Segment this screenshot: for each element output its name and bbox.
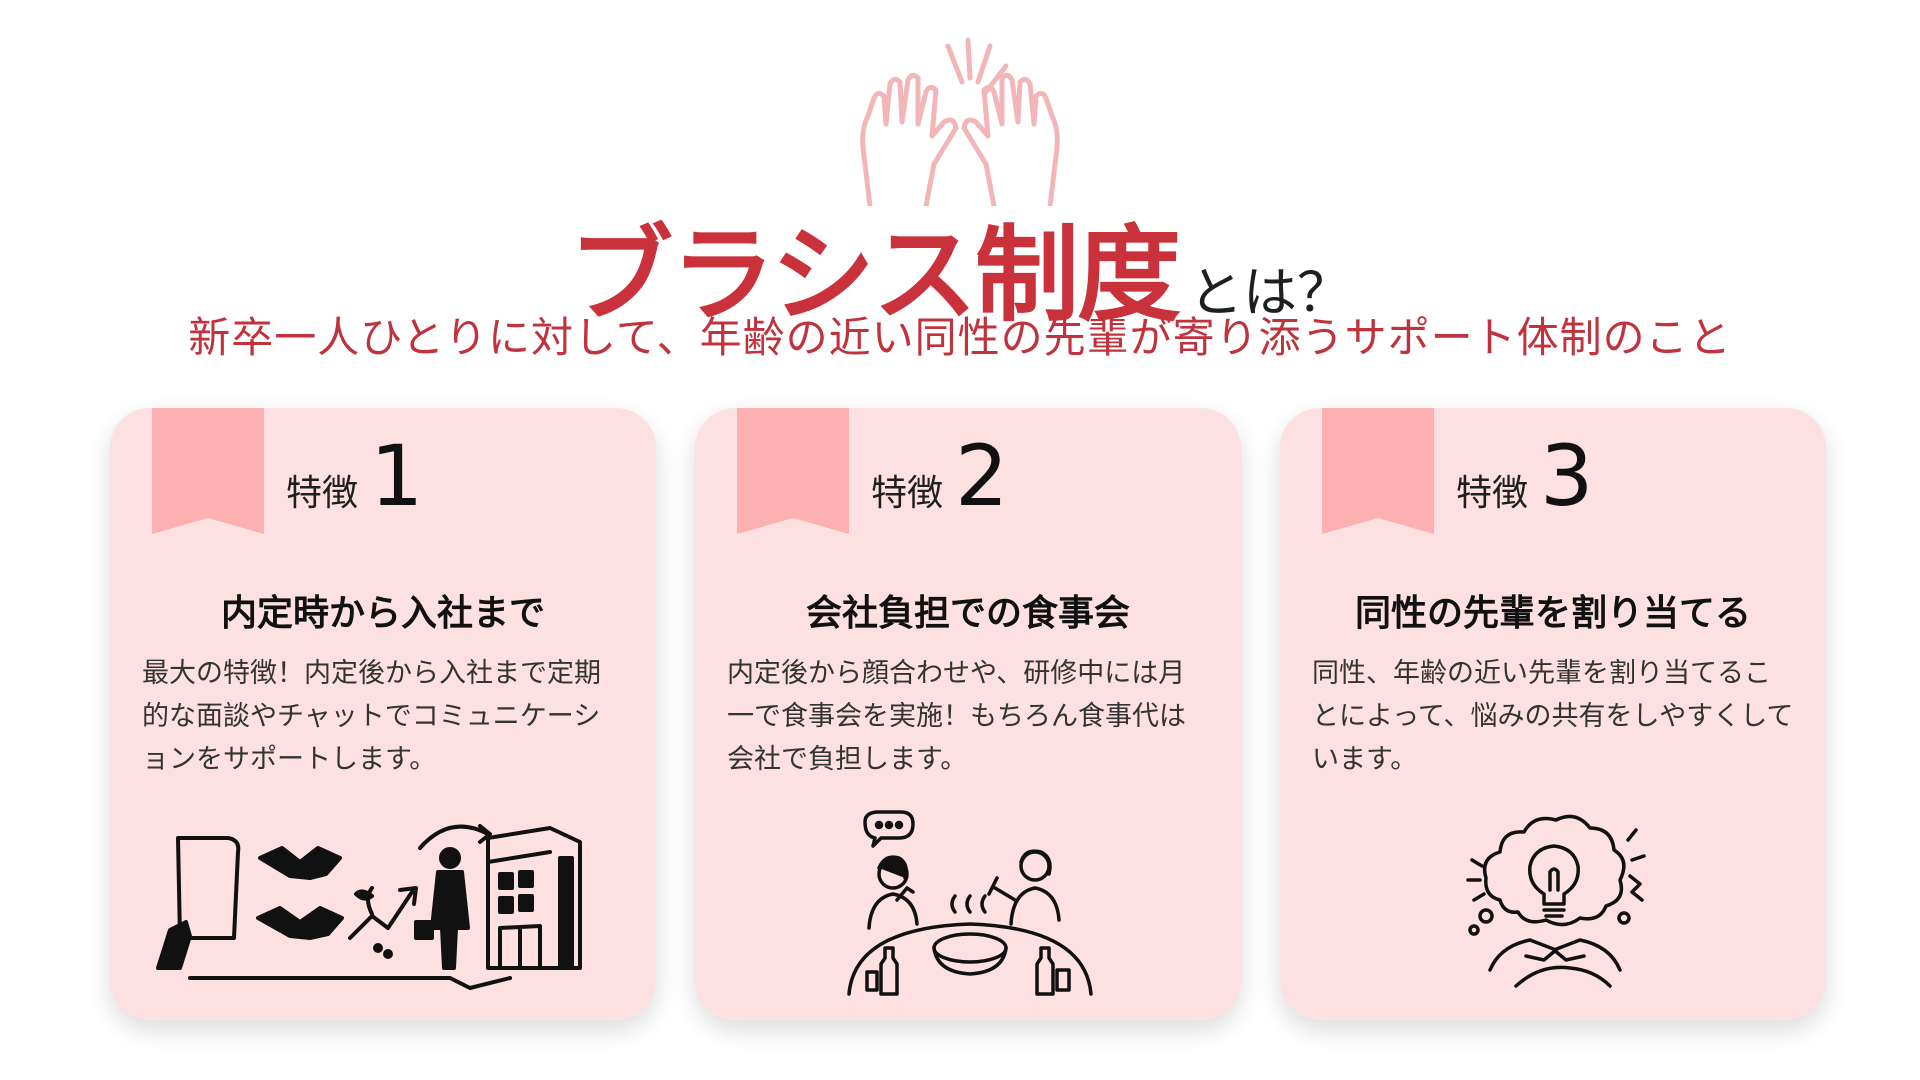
feature-label: 特徴	[1456, 473, 1529, 514]
dinner-meeting-icon	[845, 808, 1095, 998]
feature-number: 3	[1540, 427, 1594, 525]
feature-number: 2	[955, 427, 1009, 525]
title-main: ブラシス制度	[569, 214, 1181, 336]
feature-description: 内定後から顔合わせや、研修中には月一で食事会を実施！もちろん食事代は会社で負担し…	[727, 658, 1186, 775]
ribbon-icon	[1322, 408, 1434, 534]
ribbon-icon	[152, 408, 264, 534]
feature-title: 会社負担での食事会	[805, 593, 1130, 634]
feature-label: 特徴	[871, 473, 944, 514]
feature-description: 同性、年齢の近い先輩を割り当てることによって、悩みの共有をしやすくしています。	[1312, 658, 1794, 775]
feature-label: 特徴	[286, 473, 359, 514]
feature-title: 同性の先輩を割り当てる	[1354, 593, 1751, 634]
feature-description: 最大の特徴！内定後から入社まで定期的な面談やチャットでコミュニケーションをサポー…	[142, 658, 601, 775]
page-subtitle: 新卒一人ひとりに対して、年齢の近い同性の先輩が寄り添うサポート体制のこと	[188, 313, 1732, 362]
page-title: ブラシス制度とは？	[0, 190, 1920, 341]
high-five-hands-icon	[830, 36, 1090, 206]
title-suffix: とは？	[1188, 261, 1351, 324]
ribbon-icon	[737, 408, 849, 534]
feature-number: 1	[370, 427, 424, 525]
lightbulb-idea-hands-icon	[1460, 800, 1650, 990]
handshake-career-building-icon	[150, 818, 620, 998]
feature-title: 内定時から入社まで	[220, 593, 545, 634]
